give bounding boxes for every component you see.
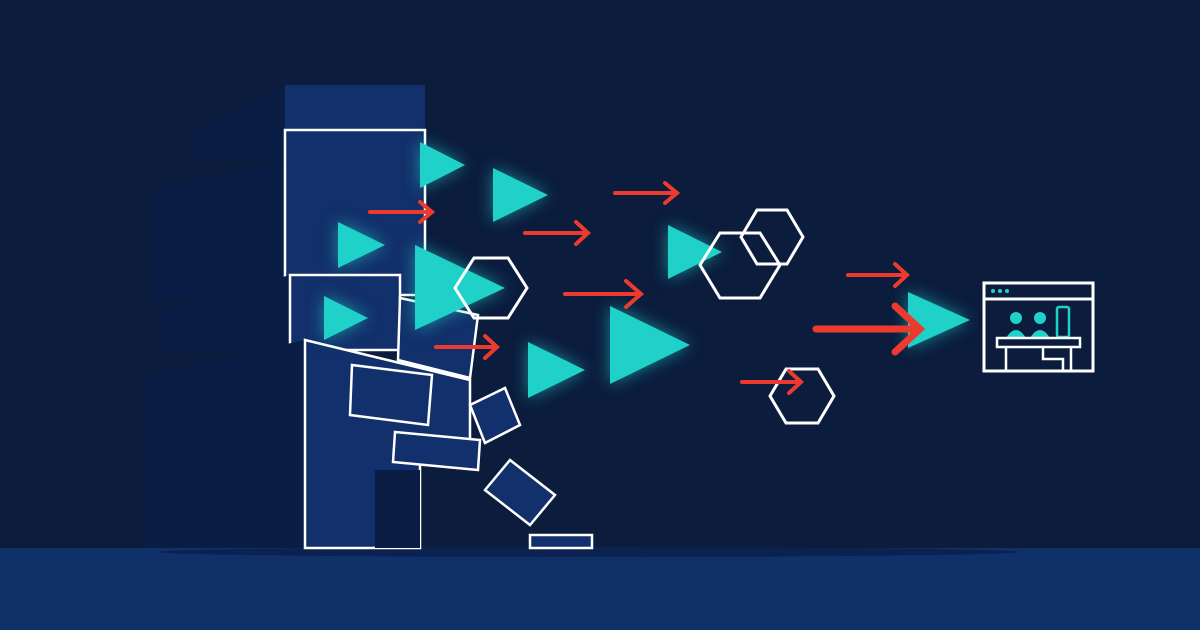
play-triangle-icon	[908, 292, 970, 348]
play-triangle-icon	[338, 222, 385, 268]
play-triangle-icon	[610, 306, 690, 384]
hexagon-icon	[768, 367, 836, 425]
play-triangle-icon	[493, 168, 548, 222]
play-triangle-icon	[528, 342, 585, 398]
arrow-right-icon	[740, 369, 804, 395]
play-triangle-icon	[420, 142, 465, 188]
arrow-right-icon	[846, 262, 910, 288]
arrow-right-icon	[812, 302, 926, 356]
play-triangles	[324, 142, 970, 398]
play-triangle-icon	[324, 296, 368, 340]
floor-shadow	[160, 547, 1020, 557]
hexagon-icon	[453, 256, 529, 320]
play-triangle-icon	[668, 225, 722, 279]
hexagon-icon	[698, 231, 782, 300]
crumbling-block-tower-icon	[145, 85, 594, 550]
arrow-right-icon	[434, 334, 500, 360]
hexagons	[453, 208, 836, 425]
arrows	[368, 181, 926, 395]
arrow-right-icon	[368, 200, 436, 224]
play-triangle-icon	[415, 245, 505, 330]
arrow-right-icon	[613, 181, 681, 205]
hexagon-icon	[739, 208, 805, 266]
browser-meeting-window-icon	[982, 281, 1095, 373]
floor	[0, 548, 1200, 630]
arrow-right-icon	[523, 220, 591, 246]
arrow-right-icon	[563, 279, 645, 309]
